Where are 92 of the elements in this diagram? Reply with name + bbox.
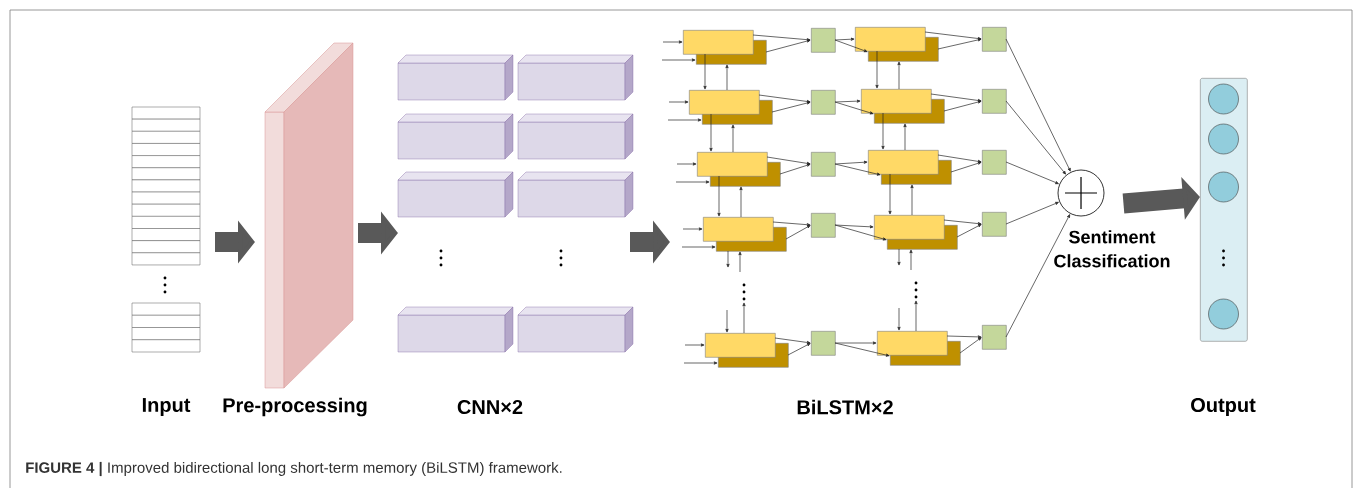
arrow bbox=[1005, 38, 1071, 172]
stage-label: Pre-processing bbox=[223, 397, 367, 417]
arrow bbox=[834, 224, 887, 241]
arrow bbox=[834, 39, 868, 53]
arrow bbox=[766, 156, 811, 165]
arrow bbox=[875, 50, 879, 89]
stage-label: CNN×2 bbox=[457, 399, 523, 415]
arrow bbox=[675, 180, 710, 184]
lstm-box bbox=[861, 89, 932, 114]
arrow bbox=[937, 38, 982, 50]
lstm-box bbox=[689, 90, 760, 115]
arrow bbox=[909, 249, 913, 271]
arrow bbox=[739, 186, 743, 218]
arrow bbox=[725, 64, 729, 91]
arrow bbox=[910, 184, 914, 216]
small-square bbox=[982, 89, 1007, 114]
stage-label: Input bbox=[142, 398, 191, 416]
arrow bbox=[881, 112, 885, 150]
arrow bbox=[683, 361, 718, 365]
arrow bbox=[834, 342, 890, 357]
arrow bbox=[897, 61, 901, 90]
arrow bbox=[834, 224, 874, 229]
arrow bbox=[676, 162, 697, 166]
small-square bbox=[982, 150, 1007, 175]
arrow bbox=[785, 225, 811, 240]
small-square bbox=[811, 213, 836, 238]
arrow bbox=[956, 224, 982, 238]
lstm-box bbox=[697, 152, 768, 177]
arrow bbox=[1005, 100, 1066, 175]
small-square bbox=[811, 152, 836, 177]
arrow bbox=[834, 99, 861, 103]
arrow bbox=[897, 307, 901, 331]
lstm-box bbox=[855, 27, 926, 52]
arrow bbox=[959, 337, 982, 354]
arrow bbox=[742, 302, 746, 334]
arrow bbox=[725, 309, 729, 333]
arrow bbox=[834, 37, 855, 41]
arrow bbox=[703, 53, 707, 90]
arrow bbox=[834, 160, 868, 165]
arrow bbox=[930, 93, 982, 102]
small-square bbox=[811, 28, 836, 53]
small-square bbox=[982, 325, 1007, 350]
arrow bbox=[924, 31, 982, 41]
arrow bbox=[774, 337, 811, 344]
small-square bbox=[811, 331, 836, 356]
arrow bbox=[834, 341, 877, 345]
lstm-box bbox=[868, 150, 939, 175]
arrow bbox=[772, 221, 811, 227]
arrow bbox=[943, 219, 982, 226]
arrow bbox=[888, 173, 892, 215]
arrow bbox=[897, 248, 901, 266]
arrow bbox=[903, 123, 907, 151]
stage-label: Output bbox=[1191, 397, 1256, 417]
arrow bbox=[684, 343, 705, 347]
arrow bbox=[1005, 161, 1059, 185]
arrow bbox=[726, 250, 730, 268]
arrow bbox=[765, 39, 811, 53]
arrow bbox=[709, 113, 713, 152]
figure-caption: FIGURE 4 | Improved bidirectional long short-term memory (BiLSTM) framework. bbox=[26, 461, 562, 477]
arrow bbox=[668, 100, 689, 104]
arrow bbox=[771, 101, 811, 113]
arrow bbox=[1005, 201, 1059, 225]
arrow bbox=[914, 300, 918, 332]
lstm-box bbox=[874, 215, 945, 240]
arrow bbox=[950, 161, 982, 173]
small-square bbox=[982, 212, 1007, 237]
arrow bbox=[738, 251, 742, 273]
lstm-box bbox=[703, 217, 774, 242]
small-square bbox=[982, 27, 1007, 52]
arrow bbox=[758, 94, 811, 103]
arrow bbox=[946, 335, 982, 339]
lstm-box bbox=[683, 30, 754, 55]
arrow bbox=[943, 100, 982, 112]
arrow bbox=[731, 124, 735, 153]
arrow bbox=[682, 227, 703, 231]
lstm-box bbox=[877, 331, 948, 356]
classifier-label: Sentiment Classification bbox=[1054, 230, 1170, 268]
arrow bbox=[1005, 214, 1071, 338]
arrow bbox=[834, 101, 874, 115]
stage-label: BiLSTM×2 bbox=[797, 399, 893, 415]
arrow bbox=[717, 175, 721, 217]
arrow bbox=[752, 34, 811, 42]
arrow bbox=[937, 154, 982, 163]
arrow bbox=[834, 163, 881, 176]
small-square bbox=[811, 90, 836, 115]
arrow bbox=[681, 245, 716, 249]
lstm-box bbox=[705, 333, 776, 358]
arrow bbox=[787, 343, 811, 356]
arrow bbox=[662, 40, 683, 44]
arrow bbox=[661, 58, 696, 62]
arrow bbox=[667, 118, 702, 122]
arrow bbox=[779, 163, 811, 175]
